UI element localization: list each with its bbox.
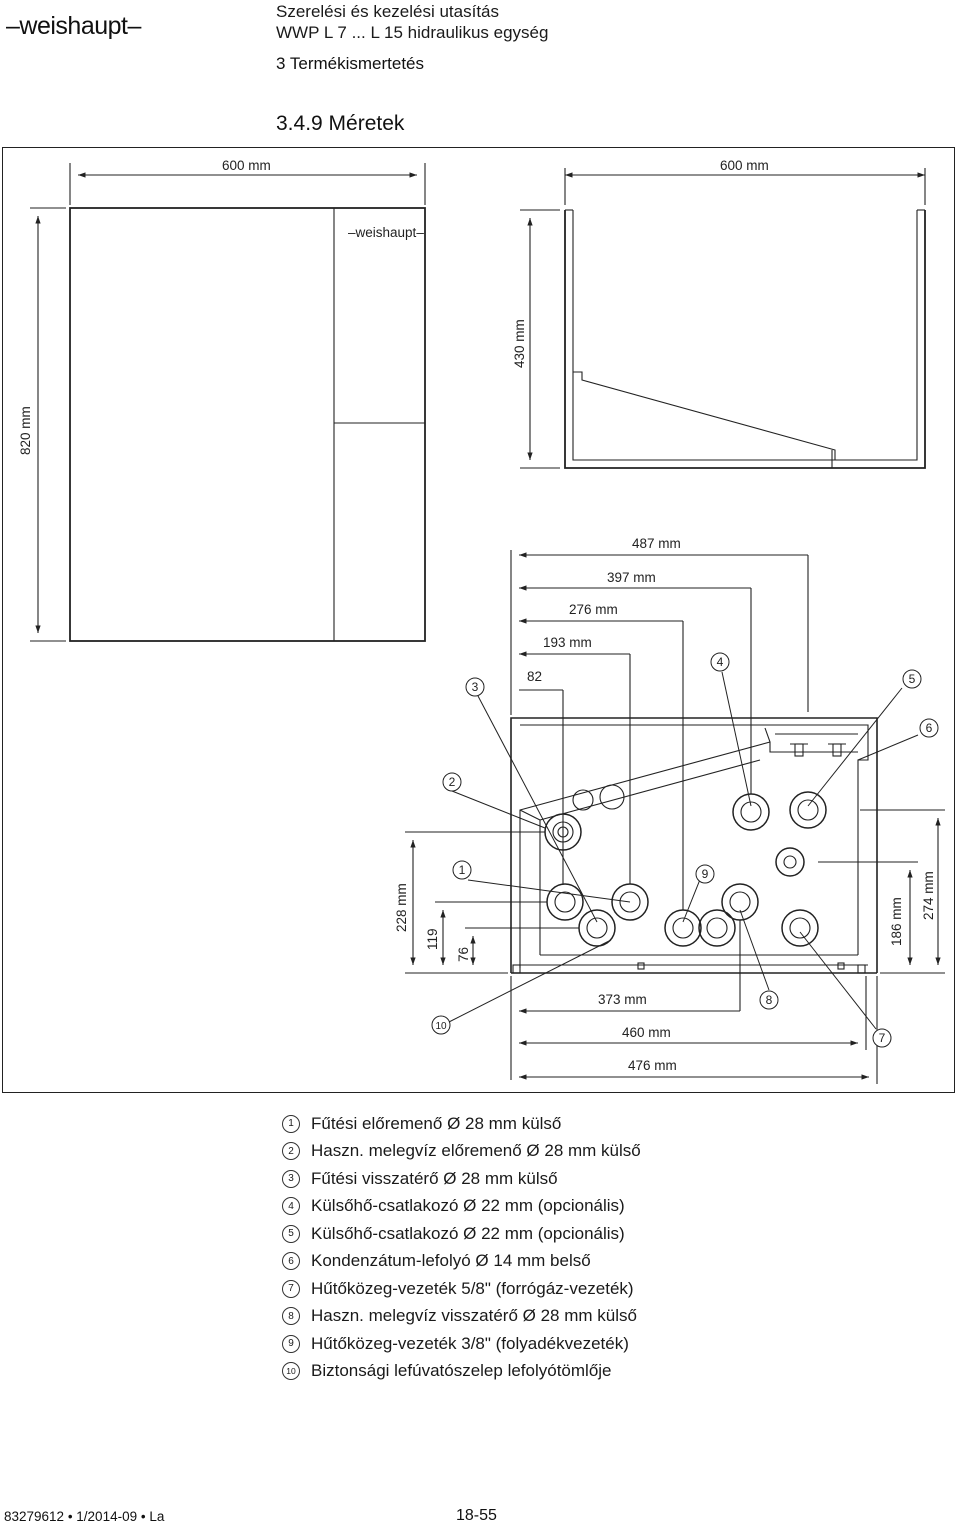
legend-item: 7 Hűtőközeg-vezeték 5/8" (forrógáz-vezeté…: [282, 1275, 641, 1303]
callout-6: 6: [919, 718, 939, 738]
dim-274: 274 mm: [921, 871, 936, 920]
dim-476: 476 mm: [628, 1058, 677, 1073]
callout-7: 7: [872, 1028, 892, 1048]
side-view: [520, 168, 926, 469]
legend-text: Külsőhő-csatlakozó Ø 22 mm (opcionális): [311, 1223, 625, 1243]
svg-text:3: 3: [472, 680, 479, 694]
connection-ports: [544, 784, 827, 947]
legend-number: 1: [282, 1114, 300, 1133]
svg-text:10: 10: [435, 1021, 447, 1032]
dim-373: 373 mm: [598, 992, 647, 1007]
legend-text: Kondenzátum-lefolyó Ø 14 mm belső: [311, 1251, 591, 1271]
page-number: 18-55: [456, 1507, 497, 1524]
legend-item: 4 Külsőhő-csatlakozó Ø 22 mm (opcionális): [282, 1193, 641, 1221]
dim-front-width: 600 mm: [222, 158, 271, 173]
document-title: Szerelési és kezelési utasítás: [276, 2, 499, 21]
legend-number: 9: [282, 1334, 300, 1353]
legend-number: 8: [282, 1307, 300, 1326]
dim-397: 397 mm: [607, 570, 656, 585]
legend-text: Hűtőközeg-vezeték 5/8" (forrógáz-vezeték…: [311, 1278, 634, 1298]
dim-total-height: 820 mm: [18, 406, 33, 455]
legend-number: 5: [282, 1224, 300, 1243]
legend-text: Haszn. melegvíz előremenő Ø 28 mm külső: [311, 1141, 641, 1161]
legend-item: 10 Biztonsági lefúvatószelep lefolyótömlő…: [282, 1358, 641, 1386]
dim-119: 119: [425, 928, 440, 950]
legend-item: 2 Haszn. melegvíz előremenő Ø 28 mm külső: [282, 1138, 641, 1166]
legend-number: 3: [282, 1169, 300, 1188]
callout-5: 5: [902, 669, 922, 689]
callout-8: 8: [759, 990, 779, 1010]
brand-logo: –weishaupt–: [6, 12, 141, 40]
svg-text:8: 8: [766, 993, 773, 1007]
legend-text: Külsőhő-csatlakozó Ø 22 mm (opcionális): [311, 1196, 625, 1216]
legend-number: 4: [282, 1197, 300, 1216]
legend-text: Hűtőközeg-vezeték 3/8" (folyadékvezeték): [311, 1333, 629, 1353]
svg-text:6: 6: [926, 721, 933, 735]
legend-number: 10: [282, 1362, 300, 1381]
dim-82: 82: [527, 669, 542, 684]
legend-item: 3 Fűtési visszatérő Ø 28 mm külső: [282, 1165, 641, 1193]
legend-number: 2: [282, 1142, 300, 1161]
section-title: 3 Termékismertetés: [276, 54, 425, 73]
svg-text:1: 1: [459, 863, 466, 877]
callout-2: 2: [442, 772, 462, 792]
svg-text:9: 9: [702, 867, 709, 881]
svg-text:5: 5: [909, 672, 916, 686]
legend-text: Fűtési előremenő Ø 28 mm külső: [311, 1113, 562, 1133]
callout-3: 3: [465, 677, 485, 697]
svg-text:4: 4: [717, 655, 724, 669]
dim-side-height: 430 mm: [512, 319, 527, 368]
callout-10: 10: [431, 1015, 451, 1035]
brand-name: weishaupt: [19, 12, 128, 40]
legend-item: 1 Fűtési előremenő Ø 28 mm külső: [282, 1110, 641, 1138]
dim-193: 193 mm: [543, 635, 592, 650]
connection-view: [405, 550, 945, 1084]
legend-number: 6: [282, 1252, 300, 1271]
dim-side-width: 600 mm: [720, 158, 769, 173]
legend-item: 9 Hűtőközeg-vezeték 3/8" (folyadékvezeték…: [282, 1330, 641, 1358]
dim-487: 487 mm: [632, 536, 681, 551]
legend-text: Haszn. melegvíz visszatérő Ø 28 mm külső: [311, 1306, 637, 1326]
legend-item: 6 Kondenzátum-lefolyó Ø 14 mm belső: [282, 1248, 641, 1276]
callout-1: 1: [452, 860, 472, 880]
drawing-frame: [2, 147, 955, 1093]
legend-item: 5 Külsőhő-csatlakozó Ø 22 mm (opcionális): [282, 1220, 641, 1248]
front-view: [30, 163, 426, 642]
dim-186: 186 mm: [889, 897, 904, 946]
dim-276: 276 mm: [569, 602, 618, 617]
dimension-drawing: –weishaupt– 600 mm 600 mm 820 mm 430 mm …: [18, 158, 945, 1084]
svg-text:2: 2: [449, 775, 456, 789]
legend-number: 7: [282, 1279, 300, 1298]
legend-text: Biztonsági lefúvatószelep lefolyótömlője: [311, 1361, 612, 1381]
document-subtitle: WWP L 7 ... L 15 hidraulikus egység: [276, 23, 549, 42]
dim-228: 228 mm: [394, 883, 409, 932]
document-reference: 83279612 • 1/2014-09 • La: [4, 1509, 165, 1524]
front-logo: –weishaupt–: [348, 225, 424, 240]
dim-460: 460 mm: [622, 1025, 671, 1040]
svg-text:7: 7: [879, 1031, 886, 1045]
callout-9: 9: [695, 864, 715, 884]
legend-item: 8 Haszn. melegvíz visszatérő Ø 28 mm küls…: [282, 1303, 641, 1331]
subsection-title: 3.4.9 Méretek: [276, 112, 405, 135]
dim-76: 76: [456, 947, 471, 962]
legend-text: Fűtési visszatérő Ø 28 mm külső: [311, 1168, 558, 1188]
callout-4: 4: [710, 652, 730, 672]
